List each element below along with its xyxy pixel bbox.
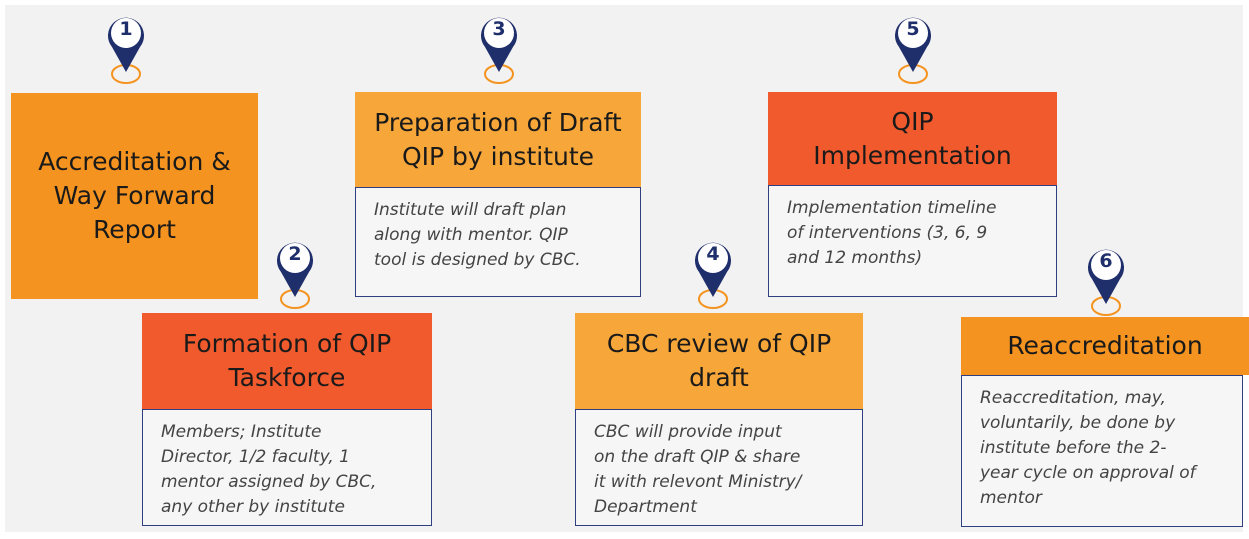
step-3-description: Institute will draft plan along with men… [355, 187, 641, 297]
map-pin-icon-step-1: 1 [106, 14, 146, 84]
step-number: 5 [906, 18, 920, 40]
step-2-title-box: Formation of QIP Taskforce [142, 313, 432, 409]
map-pin-icon-step-5: 5 [893, 14, 933, 84]
step-number: 3 [492, 18, 506, 40]
step-1-title-box: Accreditation & Way Forward Report [11, 93, 258, 299]
step-6-description: Reaccreditation, may, voluntarily, be do… [961, 375, 1243, 527]
step-5-title-box: QIP Implementation [768, 92, 1057, 185]
step-6-title-box: Reaccreditation [961, 317, 1249, 375]
step-number: 2 [288, 243, 302, 265]
step-3-title-box: Preparation of Draft QIP by institute [355, 92, 641, 187]
step-number: 4 [706, 243, 720, 265]
step-5-description: Implementation timeline of interventions… [768, 185, 1057, 297]
step-4-title-box: CBC review of QIP draft [575, 313, 863, 409]
map-pin-icon-step-4: 4 [693, 239, 733, 309]
map-pin-icon-step-3: 3 [479, 14, 519, 84]
step-4-description: CBC will provide input on the draft QIP … [575, 409, 863, 526]
map-pin-icon-step-2: 2 [275, 239, 315, 309]
step-2-description: Members; Institute Director, 1/2 faculty… [142, 409, 432, 526]
step-number: 6 [1099, 250, 1113, 272]
step-number: 1 [119, 18, 133, 40]
map-pin-icon-step-6: 6 [1086, 246, 1126, 316]
